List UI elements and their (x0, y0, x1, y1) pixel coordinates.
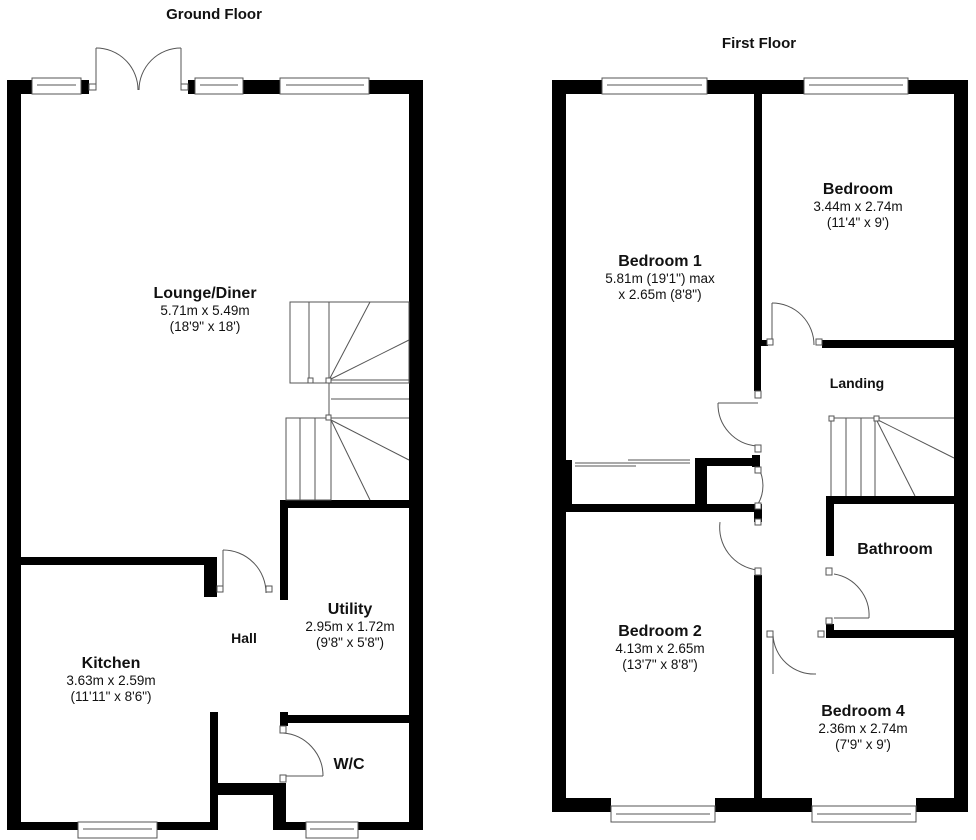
room-dimension-metric: 3.44m x 2.74m (813, 199, 903, 215)
room-bedroom-4: Bedroom 4 2.36m x 2.74m (7'9" x 9') (818, 703, 907, 752)
room-dimension-metric: 2.95m x 1.72m (305, 619, 395, 635)
room-dimension-imperial: (7'9" x 9') (835, 736, 891, 752)
ground-floor-title: Ground Floor (166, 6, 262, 23)
room-dimension-metric: 5.71m x 5.49m (160, 303, 250, 319)
room-bedroom-1: Bedroom 1 5.81m (19'1") max x 2.65m (8'8… (605, 253, 714, 302)
room-wc: W/C (333, 756, 364, 774)
room-utility: Utility 2.95m x 1.72m (9'8" x 5'8") (305, 601, 394, 650)
room-name: Bedroom 1 (618, 253, 702, 270)
room-dimension-imperial: (11'11" x 8'6") (70, 688, 152, 704)
room-bathroom: Bathroom (857, 541, 933, 559)
room-name: W/C (333, 756, 365, 773)
room-landing: Landing (830, 375, 884, 391)
first-floor-fixtures (575, 77, 955, 823)
room-name: Lounge/Diner (153, 285, 257, 302)
room-dimension-imperial: (13'7" x 8'8") (622, 656, 698, 672)
room-name: Bathroom (857, 541, 933, 558)
room-kitchen: Kitchen 3.63m x 2.59m (11'11" x 8'6") (66, 655, 155, 704)
ground-floor-fixtures (31, 47, 410, 839)
first-floor-plan (552, 80, 968, 812)
room-bedroom-2: Bedroom 2 4.13m x 2.65m (13'7" x 8'8") (615, 623, 704, 672)
first-floor-title: First Floor (721, 35, 797, 52)
room-dimension-imperial: (9'8" x 5'8") (315, 634, 385, 650)
room-name: Bedroom 2 (618, 623, 702, 640)
room-name: Hall (231, 630, 257, 646)
room-dimension-imperial: x 2.65m (8'8") (618, 286, 702, 302)
room-dimension-metric: 2.36m x 2.74m (818, 721, 908, 737)
room-name: Kitchen (81, 655, 141, 672)
room-hall: Hall (231, 630, 257, 646)
room-dimension-metric: 3.63m x 2.59m (66, 673, 156, 689)
ground-floor-plan (7, 80, 423, 830)
room-dimension-metric: 5.81m (19'1") max (605, 271, 715, 287)
room-bedroom: Bedroom 3.44m x 2.74m (11'4" x 9') (813, 181, 902, 230)
room-lounge-diner: Lounge/Diner 5.71m x 5.49m (18'9" x 18') (153, 285, 256, 334)
room-name: Bedroom (822, 181, 894, 198)
room-dimension-imperial: (11'4" x 9') (826, 214, 890, 230)
room-dimension-imperial: (18'9" x 18') (169, 318, 241, 334)
room-name: Utility (327, 601, 373, 618)
room-name: Bedroom 4 (821, 703, 905, 720)
room-name: Landing (829, 375, 885, 391)
room-dimension-metric: 4.13m x 2.65m (615, 641, 705, 657)
